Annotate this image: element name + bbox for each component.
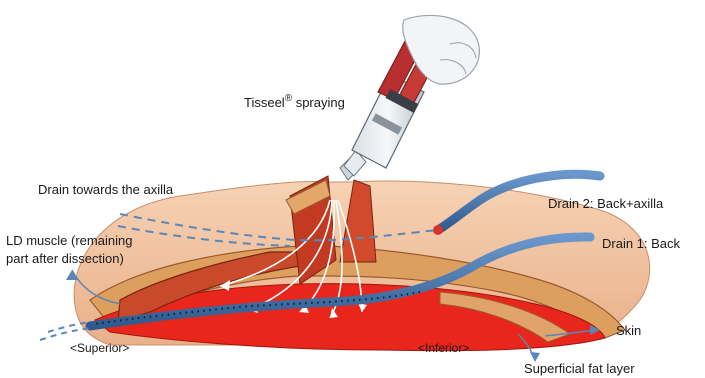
drain-superior-dashed-2 [40, 328, 92, 340]
skin-label: Skin [616, 323, 641, 338]
ld-muscle-label-line1: LD muscle (remaining [6, 233, 132, 248]
drain-axilla-label: Drain towards the axilla [38, 182, 174, 197]
spray-applicator [340, 15, 479, 180]
drain-1-label: Drain 1: Back [602, 236, 681, 251]
fat-layer-label: Superficial fat layer [524, 361, 635, 376]
spray-label: Tisseel® spraying [244, 93, 345, 110]
superior-label: <Superior> [70, 341, 129, 355]
drain-2-label: Drain 2: Back+axilla [548, 196, 664, 211]
drain-2-exit-site [433, 225, 443, 235]
ld-muscle-label-line2: part after dissection) [6, 251, 124, 266]
inferior-label: <Inferior> [418, 341, 469, 355]
